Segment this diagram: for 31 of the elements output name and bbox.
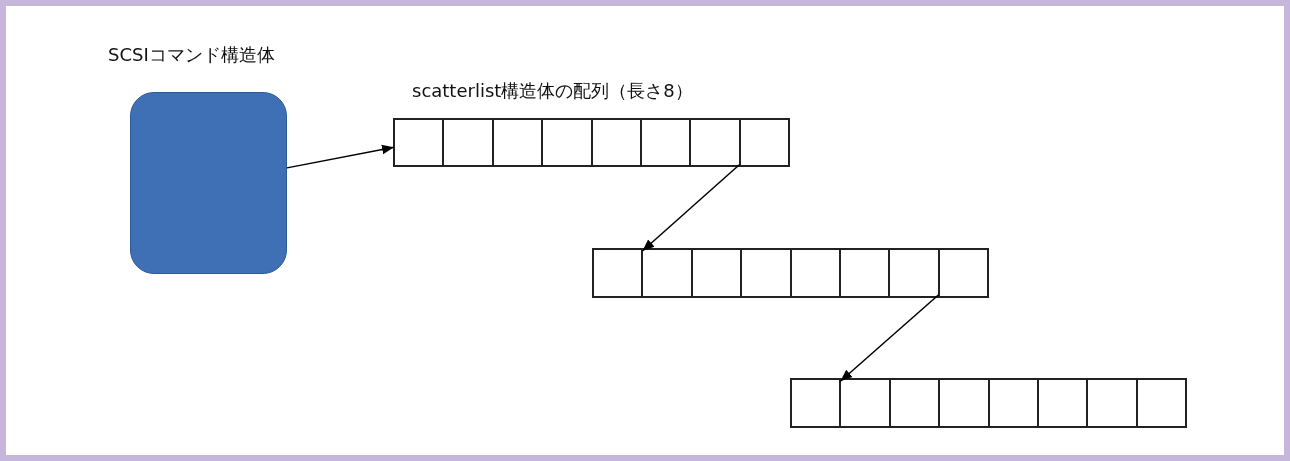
array-cell [542, 119, 592, 166]
array-row [790, 378, 1187, 428]
array-cell [889, 249, 939, 297]
array-row [592, 248, 989, 298]
heading-text: scatterlist構造体の配列（長さ8） [412, 79, 693, 103]
array-cell [739, 119, 789, 166]
array-cell [492, 119, 543, 166]
array-cell [690, 119, 740, 166]
array-cell [988, 379, 1038, 427]
array-cell [791, 379, 841, 427]
array-cell [593, 249, 643, 297]
array-cell [691, 249, 742, 297]
array-cell [591, 119, 641, 166]
arrow [286, 144, 395, 169]
array-cell [1087, 379, 1137, 427]
array-cell [394, 119, 444, 166]
array-cell [840, 379, 890, 427]
array-cell [1136, 379, 1186, 427]
array-cell [1037, 379, 1088, 427]
array-cell [443, 119, 493, 166]
array-cell [939, 379, 989, 427]
array-cell [642, 249, 692, 297]
array-cell [889, 379, 940, 427]
heading-text: SCSIコマンド構造体 [108, 43, 275, 67]
array-cell [790, 249, 840, 297]
array-cell [741, 249, 791, 297]
arrow [641, 163, 741, 252]
arrow [839, 294, 940, 382]
array-cell [839, 249, 890, 297]
array-cell [640, 119, 691, 166]
array-cell [938, 249, 988, 297]
